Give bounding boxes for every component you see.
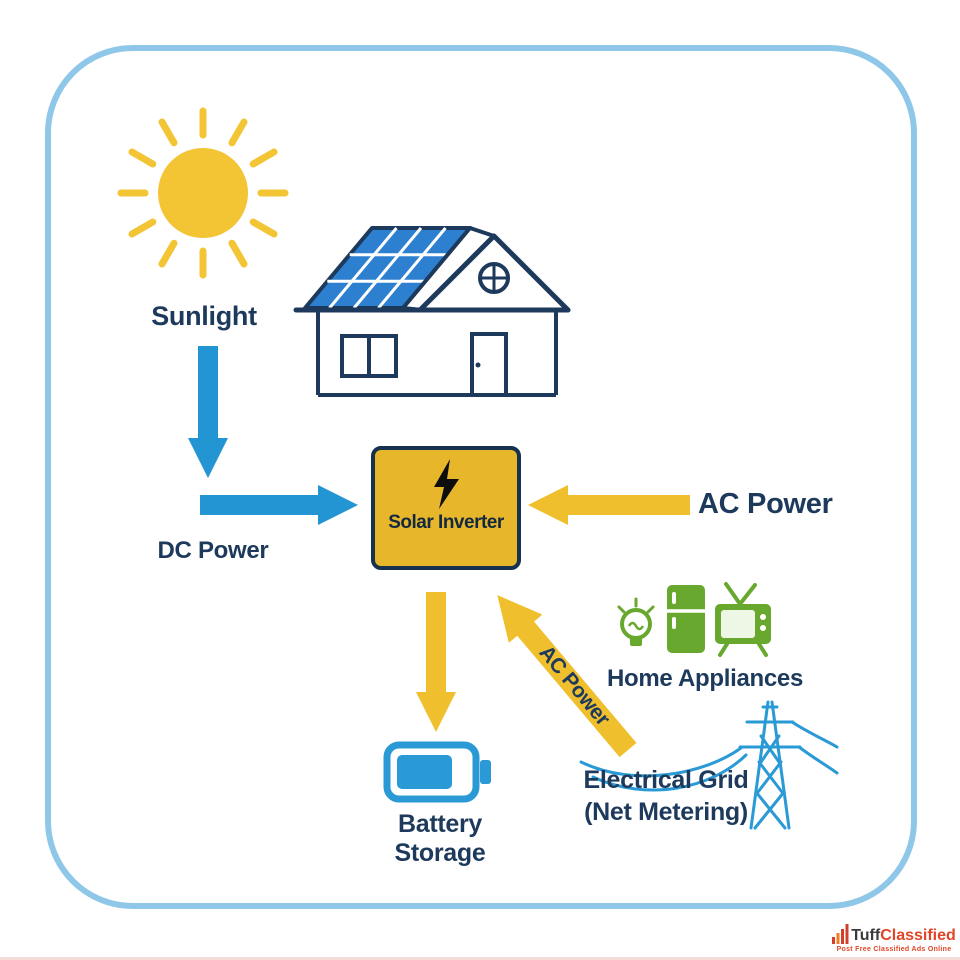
ac-power-label: AC Power	[698, 488, 833, 520]
tuffclassified-logo: TuffClassified Post Free Classified Ads …	[832, 924, 956, 953]
bottom-strip	[0, 957, 960, 960]
electrical-grid-label: Electrical Grid (Net Metering)	[568, 764, 764, 828]
bar-chart-icon	[832, 924, 849, 944]
battery-icon	[383, 741, 491, 803]
battery-storage-label: Battery Storage	[394, 810, 486, 867]
grid-to-inverter-arrow	[497, 595, 637, 758]
solar-inverter-box: Solar Inverter	[371, 446, 521, 570]
brand-name-primary: Tuff	[851, 927, 881, 944]
television-icon	[715, 582, 771, 657]
home-appliances-label: Home Appliances	[607, 665, 803, 692]
electrical-grid-label-line2: (Net Metering)	[584, 798, 748, 826]
brand-name-secondary: Classified	[880, 927, 956, 944]
light-bulb-icon	[617, 597, 655, 646]
lightning-bolt-icon	[434, 459, 459, 509]
transmission-tower-icon	[579, 700, 839, 830]
diagram-border	[45, 45, 917, 909]
sunlight-label: Sunlight	[151, 301, 257, 331]
refrigerator-icon	[667, 585, 705, 653]
brand-tagline: Post Free Classified Ads Online	[836, 946, 952, 953]
dc-power-label: DC Power	[157, 537, 269, 564]
house-with-solar-panels-icon	[293, 226, 571, 397]
home-appliances-icons	[617, 582, 771, 657]
solar-inverter-label: Solar Inverter	[388, 512, 504, 533]
sun-icon	[117, 107, 289, 279]
electrical-grid-label-line1: Electrical Grid	[583, 766, 749, 794]
brand-name: TuffClassified	[851, 928, 956, 944]
